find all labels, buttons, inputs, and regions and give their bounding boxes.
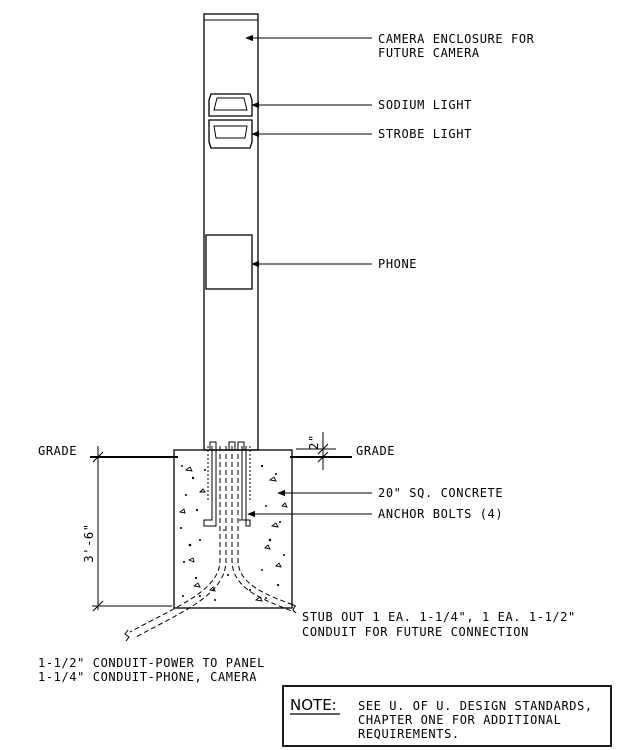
note-line3: REQUIREMENTS.	[358, 727, 460, 741]
leader-lines	[245, 34, 372, 518]
concrete-foundation	[173, 449, 293, 609]
label-stub-out-line1: STUB OUT 1 EA. 1-1/4", 1 EA. 1-1/2"	[302, 610, 576, 624]
grade-dimension: 2"	[296, 432, 336, 470]
strobe-light-fixture	[208, 119, 253, 149]
anchor-bolts	[203, 446, 251, 527]
depth-dimension: 3'-6"	[82, 446, 172, 612]
note-line1: SEE U. OF U. DESIGN STANDARDS,	[358, 699, 593, 713]
note-line2: CHAPTER ONE FOR ADDITIONAL	[358, 713, 561, 727]
note-heading: NOTE:	[290, 696, 337, 714]
label-strobe-light: STROBE LIGHT	[378, 127, 472, 141]
base-plate	[209, 441, 245, 451]
pole	[203, 13, 259, 451]
label-camera-enclosure-line1: CAMERA ENCLOSURE FOR	[378, 32, 535, 46]
grade-dim-label: 2"	[307, 434, 321, 450]
label-anchor-bolts: ANCHOR BOLTS (4)	[378, 507, 503, 521]
label-grade-right: GRADE	[356, 444, 395, 458]
label-stub-out-line2: CONDUIT FOR FUTURE CONNECTION	[302, 625, 529, 639]
label-grade-left: GRADE	[38, 444, 77, 458]
depth-dim-label: 3'-6"	[82, 523, 96, 562]
conduit-stub-ends	[124, 603, 297, 642]
sodium-light-fixture	[208, 93, 253, 117]
label-conduit-power: 1-1/2" CONDUIT-POWER TO PANEL	[38, 656, 265, 670]
label-phone: PHONE	[378, 257, 417, 271]
conduits	[129, 446, 297, 639]
label-camera-enclosure-line2: FUTURE CAMERA	[378, 46, 480, 60]
label-conduit-phone: 1-1/4" CONDUIT-PHONE, CAMERA	[38, 670, 257, 684]
label-sodium-light: SODIUM LIGHT	[378, 98, 472, 112]
phone-box	[205, 234, 253, 290]
label-concrete: 20" SQ. CONCRETE	[378, 486, 503, 500]
note-box: NOTE: SEE U. OF U. DESIGN STANDARDS, CHA…	[282, 685, 612, 747]
